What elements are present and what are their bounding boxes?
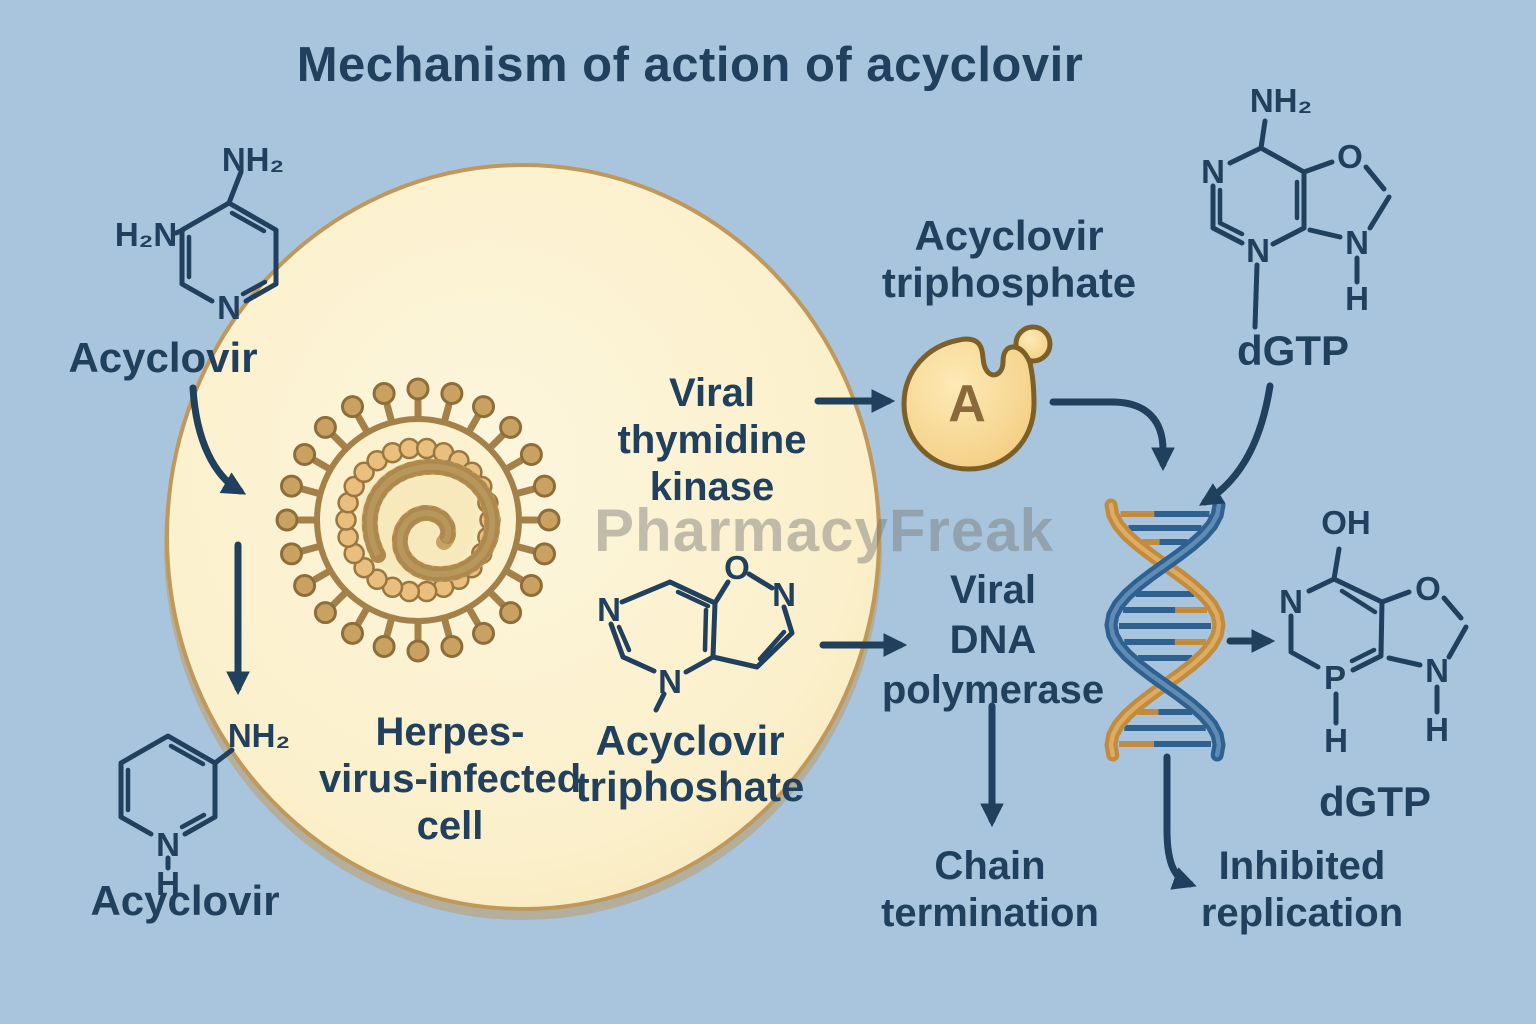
label-line: Viral — [950, 568, 1036, 612]
label-line: Chain — [934, 844, 1046, 888]
label-line: triphosphate — [881, 259, 1137, 306]
label-dgtp-bottom: dGTP — [1319, 778, 1431, 825]
label-line: Viral — [669, 371, 755, 415]
molecule-acyclovir-top-bonds — [173, 169, 279, 304]
label-viral-thymidine-kinase: Viral thymidine kinase — [618, 370, 807, 511]
label-line: kinase — [649, 465, 775, 509]
atom-label-n: N — [217, 289, 241, 326]
label-line: Acyclovir — [595, 717, 785, 764]
label-acyclovir-top: Acyclovir — [68, 334, 258, 381]
label-inhibited-replication: Inhibited replication — [1201, 843, 1403, 937]
label-line: polymerase — [881, 668, 1105, 712]
atom-label-h: H — [1425, 711, 1449, 748]
atom-label-p: P — [1323, 659, 1347, 696]
flow-arrows — [189, 382, 1276, 890]
label-dgtp-top: dGTP — [1237, 327, 1349, 374]
label-viral-dna-polymerase: Viral DNA polymerase — [882, 565, 1104, 715]
label-line: termination — [881, 891, 1099, 935]
atom-label-h: H — [156, 865, 180, 902]
atom-label-nh2: NH₂ — [227, 717, 291, 754]
watermark: PharmacyFreak — [594, 497, 1054, 564]
atom-label-n: N — [156, 826, 180, 863]
enzyme-letter: A — [948, 375, 986, 433]
virus-particle — [275, 377, 561, 663]
atom-label-nh2: NH₂ — [221, 141, 285, 178]
atom-label-n: N — [1279, 583, 1303, 620]
label-line: Herpes- — [375, 710, 525, 754]
label-line: virus-infected — [318, 757, 582, 801]
atom-label-n: N — [1425, 652, 1449, 689]
label-acyclovir-triphosphate: Acyclovir triphosphate — [882, 212, 1136, 306]
atom-label-oh: OH — [1321, 504, 1371, 541]
atom-label-h: H — [1324, 722, 1348, 759]
arrow-acyclovir-into-cell — [189, 384, 247, 495]
atom-label-n: N — [772, 576, 796, 613]
molecule-triphoshate-bonds — [608, 571, 795, 713]
atom-label-n: N — [1201, 153, 1225, 190]
atom-label-n: N — [658, 663, 682, 700]
atom-label-h2n: H₂N — [114, 216, 178, 253]
atom-label-n: N — [1345, 224, 1369, 261]
enzyme-blob — [901, 324, 1053, 472]
label-line: thymidine — [617, 418, 807, 462]
molecule-dgtp-bottom-bonds — [1288, 546, 1469, 726]
label-herpes-cell: Herpes- virus-infected cell — [319, 709, 581, 850]
arrow-enzyme-to-dna — [1049, 398, 1175, 472]
label-acyclovir-bottom: Acyclovir — [90, 877, 280, 924]
label-line: DNA — [949, 618, 1037, 662]
molecule-acyclovir-bottom-bonds — [118, 733, 235, 871]
label-chain-termination: Chain termination — [881, 843, 1099, 937]
atom-label-h: H — [1345, 280, 1369, 317]
virus-spikes — [275, 377, 561, 663]
arrow-to-inhibited-replication — [1163, 753, 1197, 890]
label-line: cell — [416, 804, 484, 848]
dna-helix — [1104, 498, 1226, 762]
atom-label-nh2: NH₂ — [1249, 82, 1313, 119]
atom-label-n: N — [1246, 232, 1270, 269]
atom-label-n: N — [597, 591, 621, 628]
label-triphoshate-struct: Acyclovir triphoshate — [576, 718, 805, 810]
atom-label-o: O — [724, 549, 750, 586]
atom-label-o: O — [1337, 138, 1363, 175]
virus-core-coil — [361, 458, 501, 583]
atom-label-o: O — [1415, 570, 1441, 607]
molecule-dgtp-top-bonds — [1210, 118, 1392, 330]
arrow-dgtp-to-dna — [1198, 382, 1274, 506]
page-title: Mechanism of action of acyclovir — [296, 38, 1084, 92]
label-line: Acyclovir — [914, 212, 1104, 259]
label-line: triphoshate — [575, 763, 805, 810]
label-line: Inhibited — [1218, 844, 1386, 888]
label-line: replication — [1200, 891, 1404, 935]
